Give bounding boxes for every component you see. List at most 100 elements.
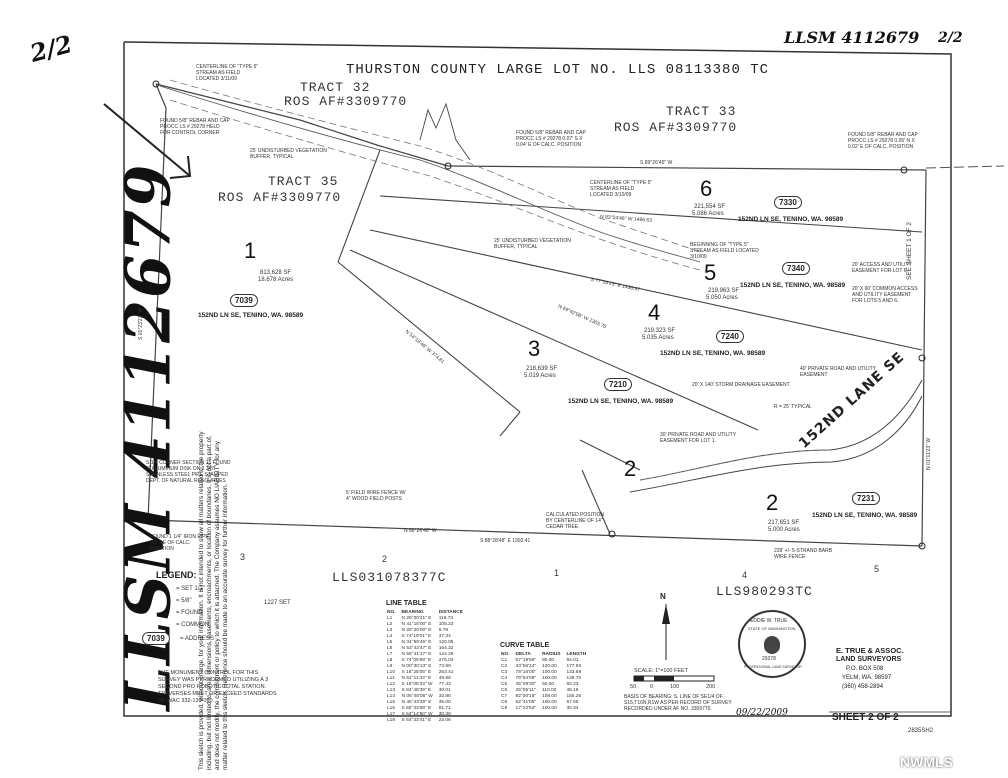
line-table-cell: 77.43 [438,682,451,687]
lot-line-3-2 [579,439,641,471]
calc-position-note: CALCULATED POSITION BY CENTERLINE OF 14"… [546,512,604,530]
lot-2-address: 152ND LN SE, TENINO, WA. 98589 [812,512,918,519]
scale-tick-200: 200 [706,684,716,690]
adjacent-lot-4: 4 [742,570,748,580]
line-table-cell: L11 [387,676,395,681]
line-table-cell: N 61°11'33" E [401,676,432,681]
tract-35-ros: ROS AF#3309770 [218,190,342,205]
line-table-cell: L8 [387,658,393,663]
line-table-cell: L2 [387,622,393,627]
line-table-cell: S 64°14'50" W [401,712,433,717]
adjacent-lls-1: LLS031078377C [332,570,447,585]
line-table-cell: S 16°25'05" E [401,670,432,675]
line-table-row: L8 S 74°05'58" E 275.03 [384,658,466,664]
access-note: 20' ACCESS AND UTILITY EASEMENT FOR LOT … [852,262,912,274]
monument-sw [144,516,152,524]
corner-note: S 1/4 CORNER SECTION 15 FOUND 3" ALUMINU… [146,460,231,484]
line-table-cell: S 74°05'58" E [401,658,432,663]
nwmls-watermark: NWMLS [900,754,953,770]
line-table-cell: L3 [387,628,393,633]
line-table-cell: 37.34 [438,634,451,639]
line-table-cell: 61.71 [438,706,451,711]
lot-1-acres: 18.678 Acres [258,277,294,283]
curve-table-cell: C7 [501,694,508,699]
line-table-cell: L1 [387,616,393,621]
legend-address-symbol: 7039 [142,632,170,645]
lot-1-area: 813,628 SF [260,270,292,276]
south-boundary [147,519,923,547]
curve-table-cell: 25°05'11" [515,688,536,693]
disclaimer: This sketch is provided, without charge,… [198,431,229,770]
handwritten-vertical-id: LLSM 4112679 [111,162,185,711]
rebar-note-2: FOUND 5/8" REBAR AND CAP PROCC LS # 2927… [516,130,586,148]
line-table-cell: L4 [387,634,393,639]
lot-2-number-east: 2 [766,490,779,515]
arrow-head [169,155,192,179]
curve-table-cell: 57.65 [566,700,579,705]
line-table-cell: L7 [387,652,393,657]
handwritten-id: LLSM 4112679 [784,28,920,47]
west-boundary [147,83,167,521]
line-table-cell: N 00°30'13" E [401,664,432,669]
line-table-cell: N 34°59'45" E [401,640,432,645]
curve-table-cell: C2 [501,664,508,669]
scale-label: SCALE: 1"=100 FEET [634,668,689,674]
stream-note-2: CENTERLINE OF "TYPE 5" STREAM AS FIELD L… [590,180,653,198]
monument-ne [900,166,908,174]
curve-table-cell: 108.00 [542,694,557,699]
line-table-cell: L6 [387,646,393,651]
curve-table-cell: 100.00 [542,706,557,711]
curve-table-cell: 30.34 [566,706,579,711]
lot-3-number: 3 [528,336,541,361]
lot-1-address-number: 7039 [230,294,258,307]
lot-2-address-number: 7231 [852,492,880,505]
lot-5-number: 5 [704,260,717,285]
set-label: 1227 SET [264,600,291,606]
line-table-cell: 164.32 [438,646,454,651]
legend-common: = COMMON [176,622,210,628]
tract-boundary-east [925,165,1005,169]
lot-4-acres: 5.035 Acres [642,335,674,341]
line-table-cell: N 28°26'00" E [401,628,432,633]
line-table-cell: 22.06 [438,718,451,723]
lot-5-area: 219,963 SF [708,288,740,294]
curve-table-title: CURVE TABLE [500,642,550,649]
line-table-cell: S 74°19'01" E [401,634,432,639]
curve-table-cell: 67°19'56" [515,658,537,663]
tract-33-name: TRACT 33 [666,104,737,119]
surveyor-city: YELM, WA. 98597 [842,675,892,681]
legend-set: = SET 1/2" [176,586,205,592]
handwritten-page: 2/2 [938,30,963,46]
rebar-note-3: FOUND 5/8" REBAR AND CAP PROCC LS # 2927… [848,132,918,150]
curve-table-header-cell: LENGTH [566,652,587,657]
stream-note-1: CENTERLINE OF "TYPE 5" STREAM AS FIELD L… [196,64,259,82]
line-table-cell: N 05°48'05" W [401,694,433,699]
curve-table-cell: C8 [501,700,508,705]
scale-tick-100: 100 [670,684,680,690]
lot-4-number: 4 [648,300,661,325]
line-table-row: L4 S 74°19'01" E 37.34 [384,634,466,640]
line-table-header-cell: NO. [387,610,396,615]
curve-table-cell: 100.00 [542,676,557,681]
line-table-cell: 116.73 [438,616,454,621]
line-table-cell: 275.03 [438,658,454,663]
curve-table-cell: 79°54'09" [515,676,537,681]
surveyor-phone: (360) 458-2894 [842,684,884,690]
curve-table-cell: 94.01 [566,658,579,663]
lot-3-address: 152ND LN SE, TENINO, WA. 98589 [568,398,674,405]
curve-table-cell: 78°16'00" [515,670,537,675]
line-table-cell: 253.41 [438,670,454,675]
curve-table-cell: C3 [501,670,508,675]
barbwire-note: 228' +/- 5-STRAND BARB WIRE FENCE [774,548,833,560]
line-table-cell: 33.86 [438,694,451,699]
adjacent-lot-2: 2 [382,554,388,564]
monument-s [608,530,616,538]
